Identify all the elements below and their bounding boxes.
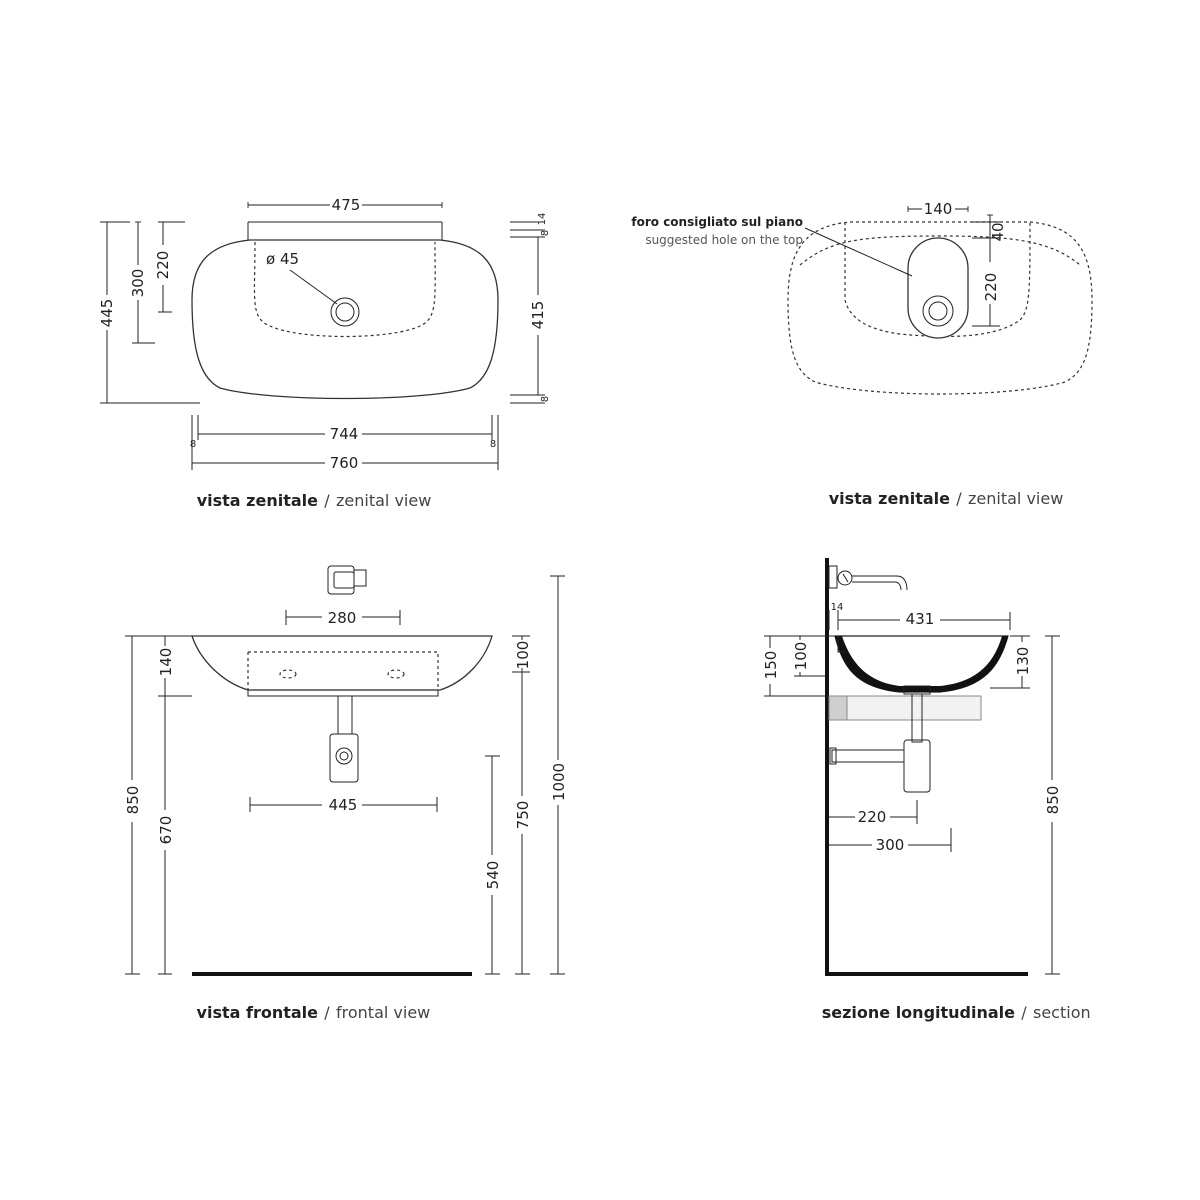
frontal-view — [191, 565, 493, 976]
dim-14: 14 — [537, 213, 548, 226]
spout — [852, 575, 908, 591]
tap-body — [327, 565, 355, 595]
dim-diameter-45: ø 45 — [266, 250, 299, 268]
caption-en: zenital view — [336, 491, 431, 510]
bottom-right-dimensions: 14 431 150 100 130 220 300 — [762, 602, 1062, 975]
dim-220-section: 220 — [858, 808, 887, 826]
dim-415: 415 — [529, 301, 547, 330]
drain-pipe — [337, 695, 353, 735]
drain-inner — [335, 302, 355, 322]
dim-140-front: 140 — [157, 648, 175, 677]
caption-en: frontal view — [336, 1003, 430, 1022]
caption-sep: / — [956, 489, 962, 508]
dim-100-section: 100 — [792, 642, 810, 671]
dim-750: 750 — [514, 801, 532, 830]
dim-300: 300 — [129, 269, 147, 298]
top-left-dimensions: 475 ø 45 445 300 220 415 14 8 8 — [98, 196, 551, 472]
countertop — [828, 695, 982, 721]
caption-bottom-left: vista frontale / frontal view — [197, 1003, 431, 1022]
dim-220-hole: 220 — [982, 273, 1000, 302]
zenital-view-basin — [191, 221, 499, 400]
caption-sep: / — [1021, 1003, 1027, 1022]
bottle-trap — [329, 733, 359, 783]
caption-sep: / — [324, 1003, 330, 1022]
caption-it: vista zenitale — [829, 489, 950, 508]
caption-it: vista zenitale — [197, 491, 318, 510]
bottle-trap-section — [903, 739, 931, 793]
dim-280: 280 — [328, 609, 357, 627]
dim-760: 760 — [330, 454, 359, 472]
suggested-hole — [907, 237, 969, 339]
dim-8-top: 8 — [540, 230, 551, 236]
dim-150: 150 — [762, 651, 780, 680]
dim-140: 140 — [924, 200, 953, 218]
caption-sep: / — [324, 491, 330, 510]
dim-130: 130 — [1014, 647, 1032, 676]
section-view — [825, 558, 1028, 976]
caption-top-right: vista zenitale / zenital view — [829, 489, 1064, 508]
bottom-left-dimensions: 280 445 850 140 670 100 750 — [124, 575, 568, 975]
basin-outline-top — [191, 239, 499, 400]
dim-40: 40 — [989, 222, 1007, 241]
caption-it: sezione longitudinale — [822, 1003, 1015, 1022]
dim-445: 445 — [98, 299, 116, 328]
dim-850: 850 — [124, 786, 142, 815]
dim-220: 220 — [154, 251, 172, 280]
dim-744: 744 — [330, 425, 359, 443]
note-en: suggested hole on the top — [645, 233, 803, 247]
dim-100-front: 100 — [514, 641, 532, 670]
drain-leader — [289, 269, 338, 305]
caption-en: section — [1033, 1003, 1091, 1022]
basin-front — [191, 635, 493, 691]
dim-1000: 1000 — [550, 763, 568, 801]
caption-it: vista frontale — [197, 1003, 319, 1022]
dim-8-bottom: 8 — [540, 396, 551, 402]
caption-bottom-right: sezione longitudinale / section — [822, 1003, 1091, 1022]
drain-outer — [330, 297, 360, 327]
drain-pipe-section — [911, 693, 923, 743]
dim-540: 540 — [484, 861, 502, 890]
dim-300-section: 300 — [876, 836, 905, 854]
tap-knob — [837, 570, 853, 586]
dim-445-front: 445 — [329, 796, 358, 814]
basin-outline-dashed — [787, 221, 1093, 395]
back-plate — [247, 221, 443, 240]
caption-top-left: vista zenitale / zenital view — [197, 491, 432, 510]
top-right-dimensions: 140 40 220 — [907, 200, 1007, 327]
note-leader — [804, 227, 913, 277]
hole-drain-inner — [928, 301, 948, 321]
hole-drain-outer — [922, 295, 954, 327]
zenital-view-hole: foro consigliato sul piano suggested hol… — [631, 215, 1093, 395]
note-it: foro consigliato sul piano — [631, 215, 803, 229]
dim-670: 670 — [157, 816, 175, 845]
dim-475: 475 — [332, 196, 361, 214]
dim-8-right: 8 — [490, 439, 496, 450]
dim-8-left: 8 — [190, 439, 196, 450]
trap-arm — [831, 749, 905, 763]
dim-431: 431 — [906, 610, 935, 628]
dim-14-section: 14 — [831, 602, 844, 613]
dim-850-section: 850 — [1044, 786, 1062, 815]
caption-en: zenital view — [968, 489, 1063, 508]
